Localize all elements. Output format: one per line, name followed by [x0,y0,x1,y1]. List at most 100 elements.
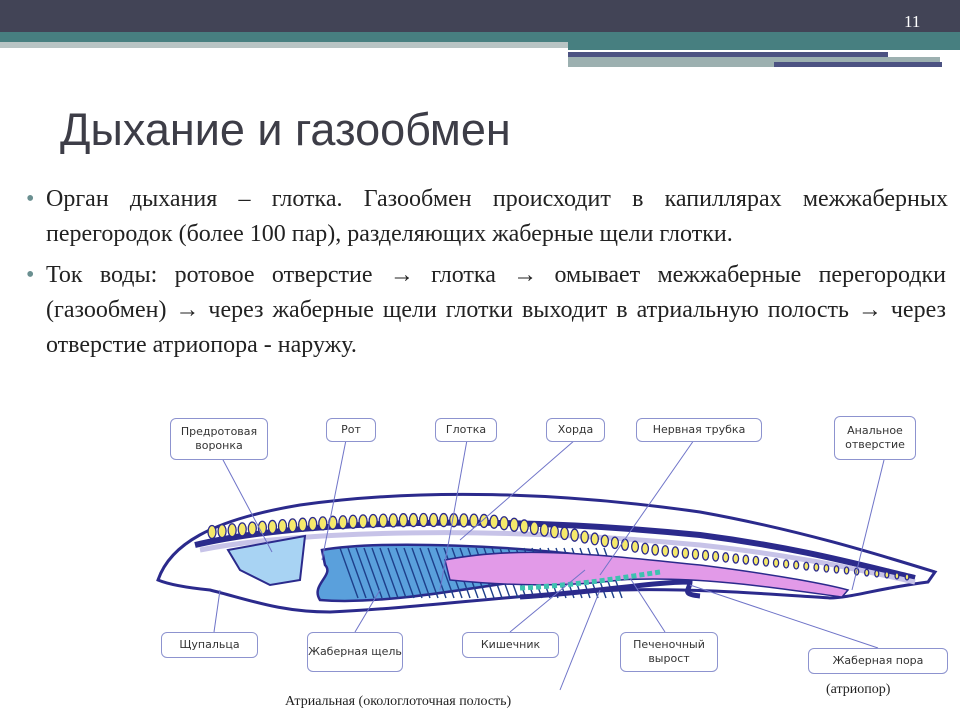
accent-stripe [0,32,960,42]
myomere [549,524,559,539]
myomere [408,512,419,528]
myomere [207,524,217,540]
divider [0,42,568,48]
bullet-list: Орган дыхания – глотка. Газообмен происх… [26,182,948,369]
myomere [712,550,720,562]
gill-bar [355,547,375,599]
label-intestine: Кишечник [462,632,559,658]
gill-bar [435,547,455,599]
myomere [428,512,439,528]
atriopore-caption: (атриопор) [826,682,891,697]
myomeres [207,512,910,581]
leader-lines [213,439,885,691]
myomere [803,561,810,571]
myomere [904,573,910,581]
decor-bar [568,52,888,57]
myomere [328,515,338,530]
myomere [267,519,278,535]
myomere [691,548,700,560]
label-notochord: Хорда [546,418,605,442]
myomere [874,569,880,578]
slide-title: Дыхание и газообмен [60,104,511,155]
gill-bar [379,547,399,599]
accent-stripe-right [568,42,960,50]
gill-bar [371,547,391,599]
myomere [217,523,227,539]
label-gill-pore: Жаберная пора [808,648,948,674]
myomere [793,560,800,570]
myomere [701,549,710,561]
gill-bar [363,547,383,599]
myomere [308,516,318,532]
myomere [742,554,750,565]
gill-bar [427,547,447,599]
myomere [833,565,840,574]
myomere [318,516,328,531]
label-mouth: Рот [326,418,376,442]
myomere [398,513,409,528]
myomere [539,522,549,537]
myomere [418,512,429,528]
page-number: 11 [904,12,921,31]
myomere [651,543,660,556]
label-pharynx: Глотка [435,418,497,442]
atrial-cavity-caption: Атриальная (окологлоточная полость) [285,694,512,709]
myomere [509,517,519,532]
myomere [813,562,820,572]
myomere [843,566,850,575]
label-tentacles: Щупальца [161,632,258,658]
myomere [752,555,760,566]
myomere [338,515,348,530]
myomere [560,526,569,541]
myomere [287,518,298,533]
myomere [610,536,620,550]
gill-bar [339,547,359,599]
gill-bar [347,547,367,599]
gill-bar [403,547,423,599]
myomere [469,513,479,528]
gill-bar [411,547,431,599]
myomere [894,572,900,580]
oral-funnel [226,534,307,587]
myomere [277,518,288,534]
myomere [772,558,780,568]
myomere [580,530,589,544]
myomere [732,553,740,564]
liver-outgrowth [519,569,661,591]
myomere [358,514,368,529]
label-anus: Анальное отверстие [834,416,916,460]
gill-bar [387,547,407,599]
myomere [590,532,600,546]
myomere [631,540,640,553]
decor-bar [774,62,942,67]
label-nerve-tube: Нервная трубка [636,418,762,442]
myomere [489,514,499,529]
myomere [641,542,650,555]
myomere [884,571,890,579]
myomere [298,517,308,532]
myomere [722,552,730,563]
myomere [459,513,469,528]
myomere [620,538,630,551]
myomere [782,559,790,569]
label-oral-funnel: Предротовая воронка [170,418,268,460]
myomere [247,521,257,536]
decor-bar [568,57,940,67]
myomere [237,522,247,537]
myomere [570,528,579,542]
myomere [378,513,388,528]
myomere [388,513,398,528]
gill-bar [419,547,439,599]
myomere [368,513,378,529]
myomere [762,556,770,567]
myomere [600,534,610,548]
myomere [519,519,529,534]
myomere [227,523,237,538]
myomere [439,512,449,528]
myomere [348,514,358,529]
bullet-item: Ток воды: ротовое отверстие → глотка → о… [26,258,946,363]
gill-bar [395,547,415,599]
bullet-item: Орган дыхания – глотка. Газообмен происх… [26,182,948,252]
myomere [823,563,830,573]
